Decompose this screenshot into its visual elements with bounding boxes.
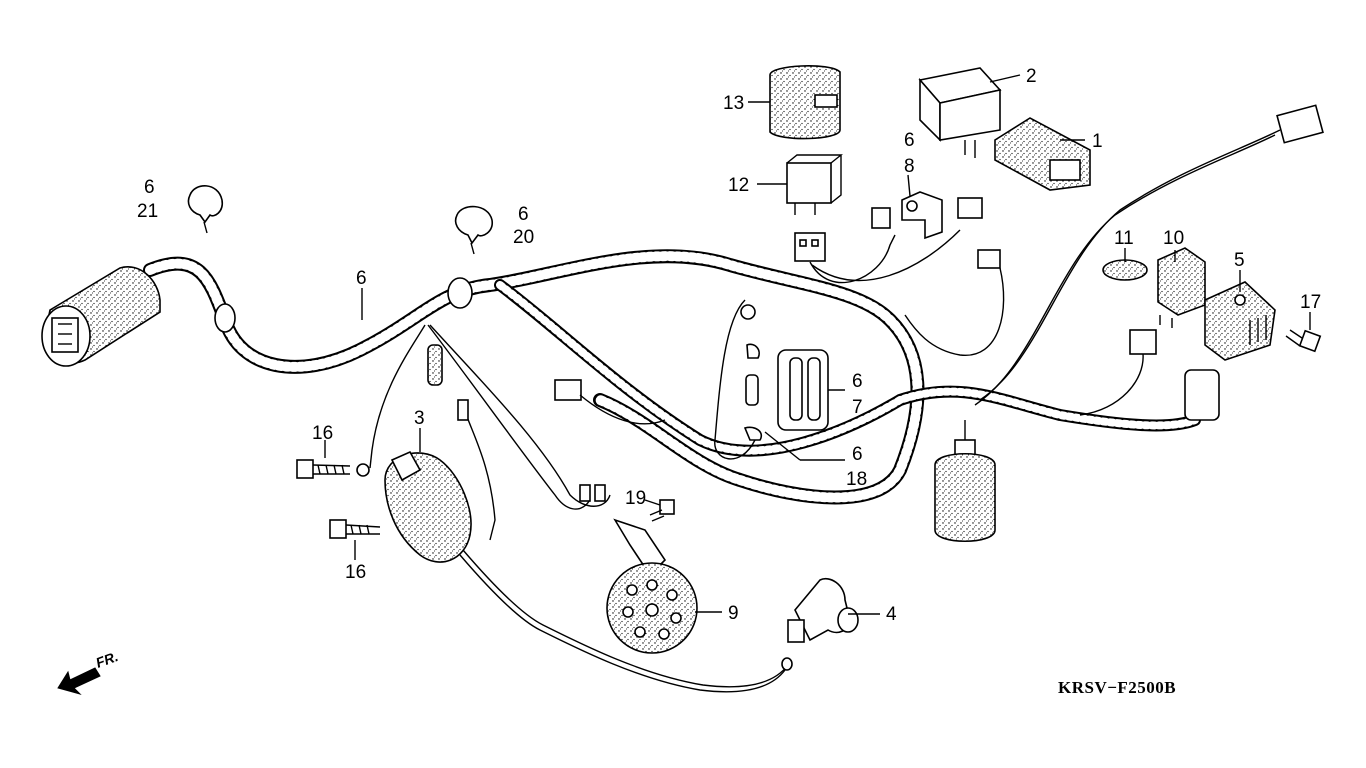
callout-16-lower: 16 — [345, 562, 366, 583]
diagram-code: KRSV−F2500B — [1058, 678, 1176, 697]
condenser-cylinder — [934, 420, 996, 543]
callout-6-harness: 6 — [356, 268, 367, 289]
callout-6-clamp-left: 6 — [144, 177, 155, 198]
fuse-holder-1 — [994, 117, 1091, 191]
callout-16-upper: 16 — [312, 423, 333, 444]
main-coupler — [41, 266, 473, 367]
connector-8 — [901, 191, 943, 240]
leader-lines — [324, 74, 1311, 615]
callout-13: 13 — [723, 93, 744, 114]
horn — [606, 518, 698, 654]
small-connectors-left — [369, 324, 666, 541]
callout-7: 7 — [852, 397, 863, 418]
bolt-17 — [1285, 329, 1322, 353]
relay-10 — [1157, 247, 1206, 328]
callout-18: 18 — [846, 469, 867, 490]
callout-10: 10 — [1163, 228, 1184, 249]
callout-6-fuse: 6 — [852, 371, 863, 392]
callout-8: 8 — [904, 156, 915, 177]
fuse-assembly — [714, 299, 829, 460]
callout-12: 12 — [728, 175, 749, 196]
callout-5: 5 — [1234, 250, 1245, 271]
callout-17: 17 — [1300, 292, 1321, 313]
regulator-5 — [1204, 281, 1276, 361]
fuse-box-2 — [918, 67, 1002, 158]
clamp-top-left — [187, 185, 224, 234]
connectors-right — [1079, 104, 1324, 421]
front-direction-arrow: FR. — [57, 648, 121, 695]
ignition-coil — [384, 450, 793, 693]
callout-6-clip: 6 — [852, 444, 863, 465]
main-harness — [143, 129, 1281, 505]
callout-21: 21 — [137, 201, 158, 222]
pad-11 — [1102, 259, 1148, 281]
spark-plug-cap — [787, 578, 859, 643]
callout-labels: 1 2 3 4 5 6 21 6 20 6 6 6 7 6 18 8 9 10 … — [137, 66, 1321, 625]
callout-6-clamp-mid: 6 — [518, 204, 529, 225]
bolt-upper — [296, 459, 370, 479]
bolt-19 — [649, 499, 675, 522]
callout-20: 20 — [513, 227, 534, 248]
relay-13 — [769, 65, 841, 140]
relay-12 — [786, 154, 843, 215]
wire-terminals-top — [794, 197, 1005, 356]
callout-9: 9 — [728, 603, 739, 624]
callout-6-connector: 6 — [904, 130, 915, 151]
callout-2: 2 — [1026, 66, 1037, 87]
callout-3: 3 — [414, 408, 425, 429]
callout-4: 4 — [886, 604, 897, 625]
bolt-lower — [329, 519, 381, 539]
callout-19: 19 — [625, 488, 646, 509]
callout-11: 11 — [1114, 228, 1134, 249]
clamp-top-middle — [454, 205, 493, 255]
front-arrow-label: FR. — [94, 648, 121, 671]
callout-1: 1 — [1092, 131, 1103, 152]
